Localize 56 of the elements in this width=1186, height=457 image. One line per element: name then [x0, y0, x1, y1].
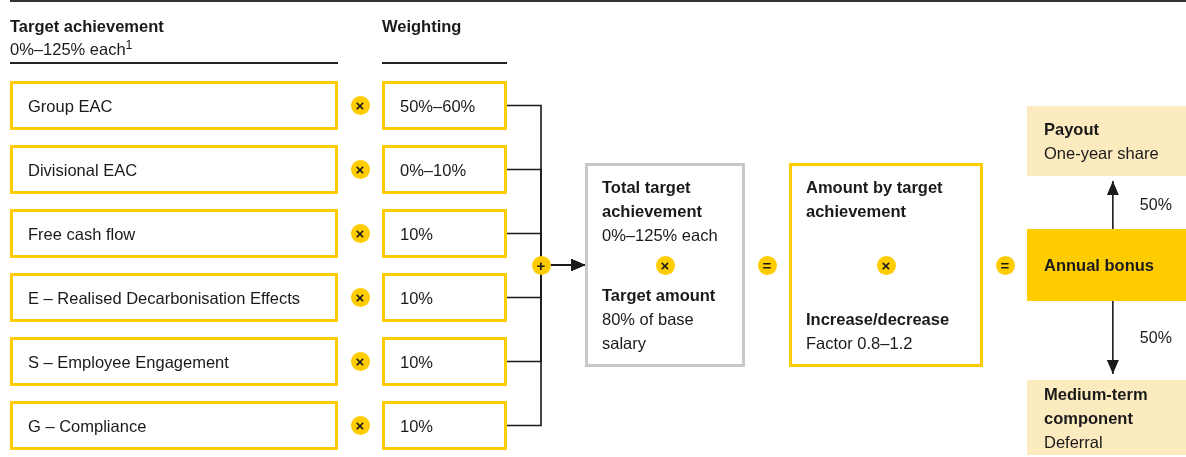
box-text: 10% [400, 415, 435, 437]
equals-sign: = [757, 255, 777, 275]
criterion-box [10, 81, 338, 130]
box-text: E – Realised Decarbonisation Effects [28, 287, 302, 309]
box-text: 80% of base salary [602, 309, 695, 354]
payout-box [1027, 106, 1186, 176]
box-text: Deferral [1044, 431, 1104, 453]
box-heading: Target amount [602, 285, 717, 306]
plus-sign: + [531, 255, 551, 275]
criterion-box [10, 401, 338, 450]
box-text: 0%–10% [400, 159, 468, 181]
weighting-box [382, 273, 507, 322]
column-heading: Weighting [382, 16, 462, 37]
connector-arrow [506, 259, 586, 427]
criterion-box [10, 145, 338, 194]
weighting-box [382, 401, 507, 450]
multiply-sign: × [350, 351, 370, 371]
column-subheading: 0%–125% each$^{1}$ [10, 38, 133, 60]
multiply-sign: × [350, 287, 370, 307]
criterion-box [10, 209, 338, 258]
box-text: Divisional EAC [28, 159, 139, 181]
box-text: 10% [400, 287, 435, 309]
box-heading: Annual bonus [1044, 255, 1155, 276]
multiply-sign: × [350, 415, 370, 435]
bonus-box [1027, 229, 1186, 301]
box-text: One-year share [1044, 143, 1160, 164]
box-text: G – Compliance [28, 415, 148, 437]
weighting-box [382, 337, 507, 386]
box-heading: Total target achievement [602, 177, 703, 222]
weighting-box [382, 145, 507, 194]
column-heading: Target achievement [10, 16, 164, 37]
box-text: Factor 0.8–1.2 [806, 333, 914, 354]
box-text: 10% [400, 351, 435, 373]
criterion-box [10, 337, 338, 386]
multiply-sign: × [350, 159, 370, 179]
box-text: 10% [400, 223, 435, 245]
connector-arrow [1106, 300, 1119, 375]
box-text: S – Employee Engagement [28, 351, 230, 373]
box-text: Free cash flow [28, 223, 137, 245]
weighting-box [382, 81, 507, 130]
connector-arrow [1106, 180, 1119, 230]
multiply-sign: × [350, 95, 370, 115]
calculation-box [585, 163, 745, 367]
box-text: 50%–60% [400, 95, 477, 117]
payout-box [1027, 380, 1186, 455]
box-heading: Increase/decrease [806, 309, 951, 330]
box-heading: Medium-term component [1044, 383, 1149, 429]
equals-sign: = [995, 255, 1015, 275]
calculation-box [789, 163, 983, 367]
box-heading: Payout [1044, 119, 1100, 140]
weighting-box [382, 209, 507, 258]
criterion-box [10, 273, 338, 322]
box-text: Group EAC [28, 95, 114, 117]
multiply-sign: × [350, 223, 370, 243]
box-text: 0%–125% each [602, 225, 719, 246]
box-heading: Amount by target achievement [806, 177, 944, 222]
